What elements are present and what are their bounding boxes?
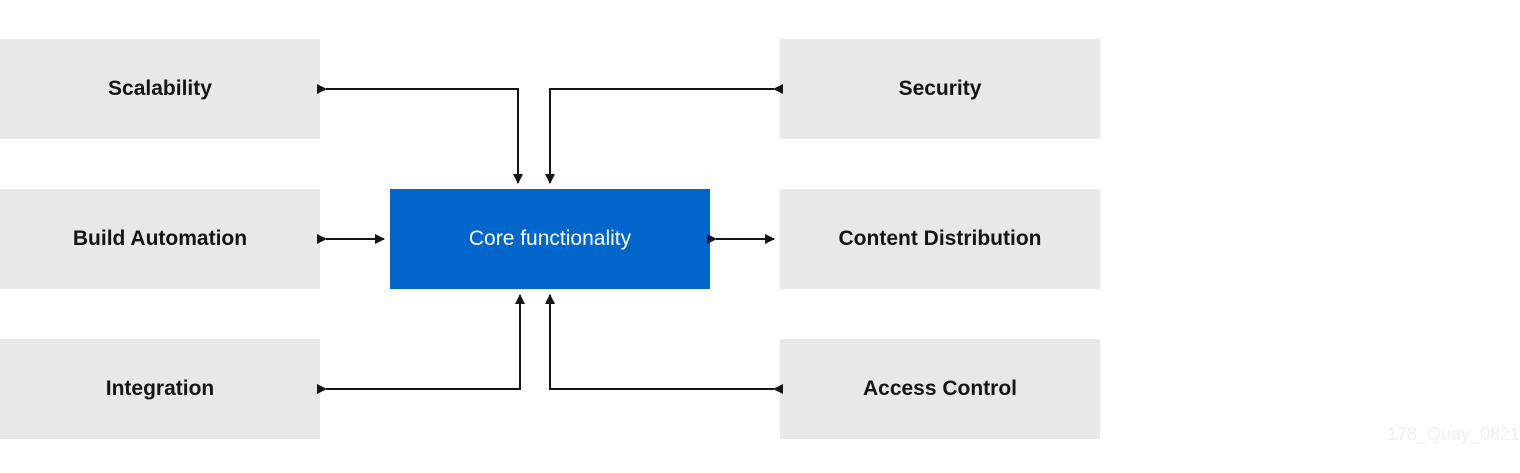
box-content-distribution: Content Distribution — [780, 189, 1100, 289]
box-core-functionality-label: Core functionality — [468, 227, 632, 250]
box-content-distribution-label: Content Distribution — [838, 227, 1042, 250]
connector-security-core — [545, 84, 783, 184]
box-scalability-label: Scalability — [108, 77, 212, 100]
box-access-control: Access Control — [780, 339, 1100, 439]
connector-access-control-core — [545, 294, 783, 394]
connector-integration-core — [317, 294, 525, 394]
box-security: Security — [780, 39, 1100, 139]
box-security-label: Security — [898, 77, 982, 100]
box-integration-label: Integration — [105, 377, 215, 400]
box-access-control-label: Access Control — [862, 377, 1018, 400]
connector-scalability-core — [317, 84, 523, 184]
box-core-functionality: Core functionality — [390, 189, 710, 289]
box-build-automation: Build Automation — [0, 189, 320, 289]
box-integration: Integration — [0, 339, 320, 439]
box-build-automation-label: Build Automation — [72, 227, 248, 250]
box-scalability: Scalability — [0, 39, 320, 139]
figure-id-label: 178_Quay_0821 — [1386, 424, 1520, 444]
